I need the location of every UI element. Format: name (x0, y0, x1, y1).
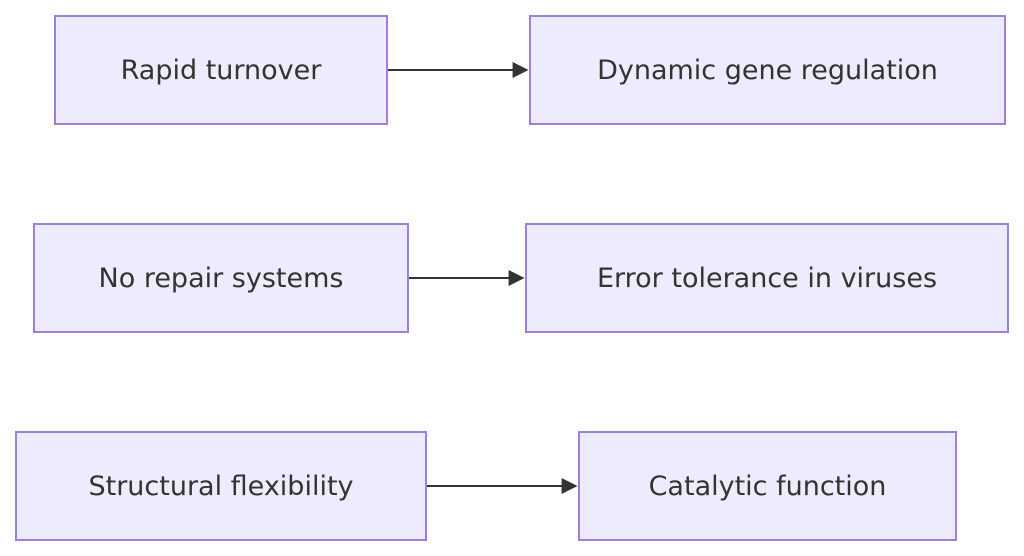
node-label: Catalytic function (648, 470, 887, 502)
node-label: No repair systems (98, 262, 344, 294)
node-error-tolerance-in-viruses: Error tolerance in viruses (525, 223, 1009, 333)
node-dynamic-gene-regulation: Dynamic gene regulation (529, 15, 1006, 125)
node-label: Error tolerance in viruses (596, 262, 938, 294)
node-catalytic-function: Catalytic function (578, 431, 957, 541)
node-label: Rapid turnover (120, 54, 322, 86)
node-label: Structural flexibility (88, 470, 354, 502)
node-rapid-turnover: Rapid turnover (54, 15, 388, 125)
node-no-repair-systems: No repair systems (33, 223, 409, 333)
node-structural-flexibility: Structural flexibility (15, 431, 427, 541)
node-label: Dynamic gene regulation (597, 54, 938, 86)
